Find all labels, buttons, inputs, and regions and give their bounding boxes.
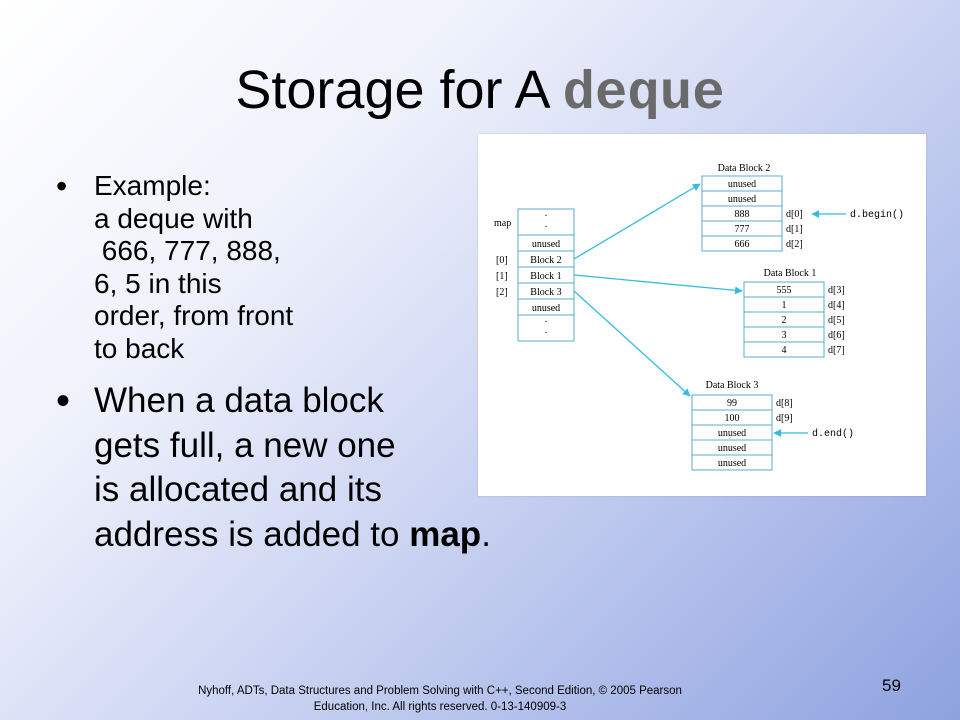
block1-label: d[7] — [828, 345, 845, 356]
map-dots-top-2: · — [544, 222, 547, 233]
bullet-line: 6, 5 in this — [94, 267, 222, 299]
map-cell-top — [517, 208, 575, 236]
block1-label: d[3] — [828, 285, 845, 296]
bullet-line: 666, 777, 888, — [94, 235, 281, 266]
map-cell-bottom — [517, 314, 575, 342]
map-index: [2] — [496, 287, 508, 298]
bullet-period: . — [481, 514, 491, 554]
bullet-line: order, from front — [94, 300, 294, 331]
block3-cell-text: unused — [718, 428, 746, 439]
block2-cell-text: 666 — [735, 239, 750, 250]
block2-title: Data Block 2 — [718, 163, 771, 174]
data-block-2: unused unused 888 777 666 — [701, 175, 783, 252]
map-dots-bottom: · — [544, 317, 547, 328]
block1-cell-text: 2 — [782, 315, 787, 326]
block2-arrow — [573, 183, 701, 260]
bullet-line: When a data block — [94, 381, 384, 420]
bullet-line-last: address is added to map. — [94, 513, 616, 558]
block2-cell — [701, 235, 783, 252]
page-number: 59 — [882, 676, 901, 695]
block2-label: d[1] — [786, 224, 803, 235]
block3-cell-text: unused — [718, 458, 746, 469]
block2-label: d[0] — [786, 209, 803, 220]
map-label: map — [494, 218, 511, 229]
map-cell-text: Block 3 — [530, 287, 561, 298]
bullet-line: a deque with — [94, 202, 253, 234]
block3-arrow — [573, 290, 691, 397]
map-dots-top: · — [544, 211, 547, 222]
block3-title: Data Block 3 — [706, 380, 759, 391]
map-index: [1] — [496, 271, 508, 282]
block3-cell-text: 99 — [727, 398, 737, 409]
map-cell-text: unused — [532, 239, 560, 250]
map-index: [0] — [496, 255, 508, 266]
block1-cell-text: 3 — [782, 330, 787, 341]
footer-line: Education, Inc. All rights reserved. 0-1… — [313, 701, 567, 713]
block1-title: Data Block 1 — [764, 268, 817, 279]
block2-label: d[2] — [786, 239, 803, 250]
block1-cell-text: 4 — [782, 345, 787, 356]
map-cell-text: unused — [532, 303, 560, 314]
map-cell-text: Block 2 — [530, 255, 561, 266]
map-dots-bottom-2: · — [544, 328, 547, 339]
data-block-1: 555 1 2 3 4 — [743, 281, 825, 358]
bullet-line: is allocated and its — [94, 470, 382, 509]
block1-cell-text: 555 — [777, 285, 792, 296]
footer-line: Nyhoff, ADTs, Data Structures and Proble… — [198, 685, 682, 697]
block3-label: d[8] — [776, 398, 793, 409]
block3-label: d[9] — [776, 413, 793, 424]
pointer-arrows — [573, 183, 846, 437]
data-block-3: 99 100 unused unused unused — [691, 394, 773, 471]
block1-label: d[4] — [828, 300, 845, 311]
end-pointer-label: d.end() — [812, 428, 854, 440]
bullet-line: to back — [94, 332, 185, 364]
bullet-line: Example: — [94, 170, 211, 201]
block3-cell — [691, 454, 773, 471]
bullet-list: Example: a deque with 666, 777, 888, 6, … — [56, 170, 616, 557]
bullet-text: address is added to — [94, 514, 410, 554]
deque-diagram: map · · unused Block 2 Block 1 Block 3 u… — [478, 134, 926, 496]
block2-cell-text: 888 — [735, 209, 750, 220]
footer-citation: Nyhoff, ADTs, Data Structures and Proble… — [140, 683, 740, 715]
deque-diagram-svg: map · · unused Block 2 Block 1 Block 3 u… — [494, 163, 904, 471]
block1-cell — [743, 341, 825, 358]
map-cell-text: Block 1 — [530, 271, 561, 282]
bullet-bold-map: map — [409, 514, 482, 554]
title-code: deque — [562, 64, 725, 125]
block1-label: d[6] — [828, 330, 845, 341]
block1-cell-text: 1 — [782, 300, 787, 311]
bullet-line: gets full, a new one — [94, 425, 396, 465]
bullet-example: Example: a deque with 666, 777, 888, 6, … — [56, 170, 616, 365]
map-array: · · unused Block 2 Block 1 Block 3 unuse… — [517, 208, 575, 342]
title-text: Storage for A — [235, 60, 563, 120]
block1-arrow — [573, 274, 743, 295]
block3-cell-text: 100 — [725, 413, 740, 424]
slide-title: Storage for A deque — [0, 58, 960, 127]
block2-cell-text: 777 — [735, 224, 750, 235]
block3-cell-text: unused — [718, 443, 746, 454]
block2-cell-text: unused — [728, 179, 756, 190]
begin-pointer-label: d.begin() — [850, 209, 904, 221]
block1-label: d[5] — [828, 315, 845, 326]
bullet-allocation: When a data block gets full, a new one i… — [56, 379, 616, 557]
block2-cell-text: unused — [728, 194, 756, 205]
